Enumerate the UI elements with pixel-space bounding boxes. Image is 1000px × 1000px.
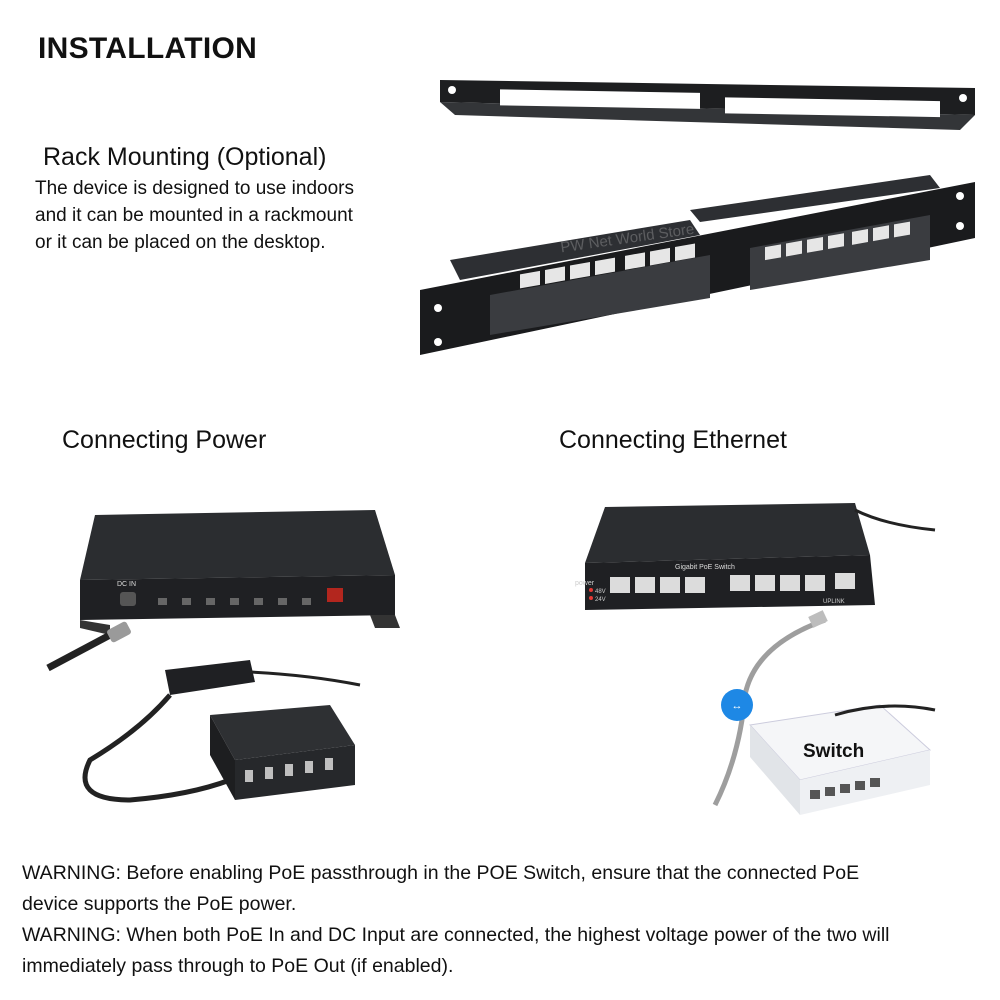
- warning-line-3: WARNING: When both PoE In and DC Input a…: [22, 924, 890, 946]
- connecting-ethernet-heading: Connecting Ethernet: [559, 426, 787, 454]
- power-label: power: [575, 580, 595, 587]
- rack-bracket-empty: [440, 80, 975, 130]
- connecting-power-illustration: DC IN: [46, 510, 400, 803]
- switch-model-label: Gigabit PoE Switch: [675, 564, 735, 571]
- poe-device-rear-view: [80, 510, 400, 635]
- link-icon: ↔: [732, 700, 743, 712]
- network-switch: [749, 704, 936, 815]
- warning-line-1: WARNING: Before enabling PoE passthrough…: [22, 862, 860, 884]
- dc-in-label: DC IN: [117, 581, 136, 588]
- connecting-power-heading: Connecting Power: [62, 426, 267, 454]
- warnings-block: WARNING: Before enabling PoE passthrough…: [22, 858, 982, 982]
- rack-line-1: The device is designed to use indoors: [35, 178, 354, 199]
- page-title: INSTALLATION: [38, 32, 258, 65]
- rack-line-2: and it can be mounted in a rackmount: [35, 205, 353, 226]
- rack-line-3: or it can be placed on the desktop.: [35, 232, 326, 253]
- connection-badge: ↔: [721, 689, 753, 721]
- rack-mounting-description: The device is designed to use indoors an…: [35, 175, 415, 256]
- rack-mount-illustration: [420, 80, 975, 355]
- power-strip: [210, 705, 355, 800]
- power-cable: [46, 621, 131, 672]
- rack-with-devices: [420, 175, 975, 355]
- voltage-24v-label: 24V: [595, 597, 606, 603]
- switch-label: Switch: [803, 741, 865, 762]
- poe-switch-front-view: [585, 503, 936, 610]
- warning-line-4: immediately pass through to PoE Out (if …: [22, 955, 454, 977]
- uplink-port-label: UPLINK: [823, 599, 845, 605]
- rack-mounting-heading: Rack Mounting (Optional): [43, 143, 327, 171]
- power-adapter: [82, 660, 361, 803]
- voltage-48v-label: 48V: [595, 589, 606, 595]
- connecting-ethernet-illustration: Gigabit PoE Switch power 48V 24V UPLINK …: [575, 503, 936, 815]
- warning-line-2: device supports the PoE power.: [22, 893, 297, 915]
